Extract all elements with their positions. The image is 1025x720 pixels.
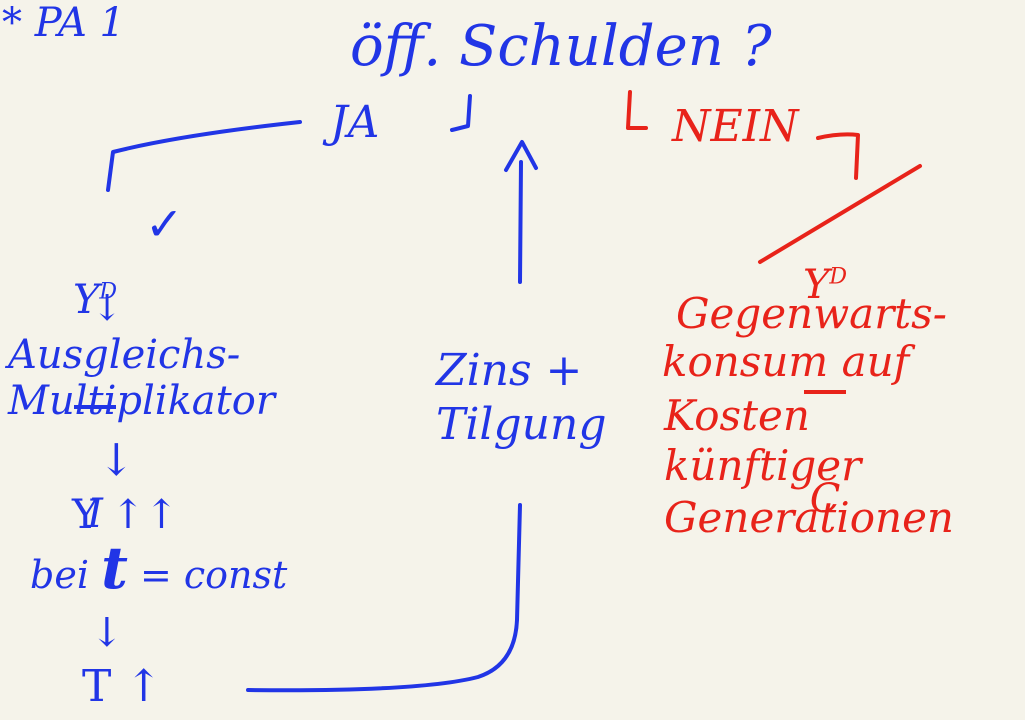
burden-line-1: Gegenwarts- <box>676 289 947 338</box>
return-loop-line <box>246 503 522 693</box>
fraction-bar <box>74 405 116 409</box>
down-arrow-1: ↓ <box>92 288 123 329</box>
y-increase-label: Y ↑↑ <box>72 492 179 538</box>
ja-to-left-connector <box>106 120 302 192</box>
down-arrow-3: ↓ <box>90 610 124 656</box>
nein-left-hook <box>626 90 648 130</box>
y-over-c-fraction: YD C <box>790 180 860 604</box>
t-constant-rest: = const <box>139 553 288 597</box>
burden-line-5: Generationen <box>664 493 954 542</box>
t-constant-line: bei t = const <box>30 538 287 599</box>
interest-label: Zins + <box>436 345 583 396</box>
question-title: öff. Schulden ? <box>350 14 772 79</box>
down-arrow-2: ↓ <box>98 435 135 486</box>
repayment-label: Tilgung <box>436 399 607 450</box>
slide-heading: * PA 1 <box>2 0 126 46</box>
y-superscript-right: D <box>829 264 848 290</box>
burden-line-4: künftiger <box>664 441 862 490</box>
yes-label: JA <box>330 97 380 148</box>
burden-line-2: konsum auf <box>662 337 910 386</box>
y-over-i-fraction: YD I <box>60 195 130 619</box>
checkmark-icon: ✓ <box>145 197 184 251</box>
y-symbol: Y <box>72 277 100 323</box>
ja-hook <box>450 94 472 132</box>
y-symbol-right: Y <box>802 262 830 308</box>
t-increase-label: T ↑ <box>82 661 163 712</box>
nein-right-hook <box>816 132 860 180</box>
fraction-bar-right <box>804 390 846 394</box>
return-loop-up-line <box>518 160 523 284</box>
return-loop-arrowhead <box>504 140 538 172</box>
strike-through-line <box>758 164 922 264</box>
c-symbol: C <box>809 476 841 522</box>
multiplier-line-2: Multiplikator <box>8 378 275 424</box>
no-label: NEIN <box>672 101 799 152</box>
t-variable: t <box>101 534 128 602</box>
i-symbol: I <box>87 491 103 537</box>
y-superscript: D <box>99 279 118 305</box>
burden-line-3: Kosten <box>664 391 810 440</box>
t-constant-prefix: bei <box>30 553 89 597</box>
multiplier-line-1: Ausgleichs- <box>8 332 241 378</box>
